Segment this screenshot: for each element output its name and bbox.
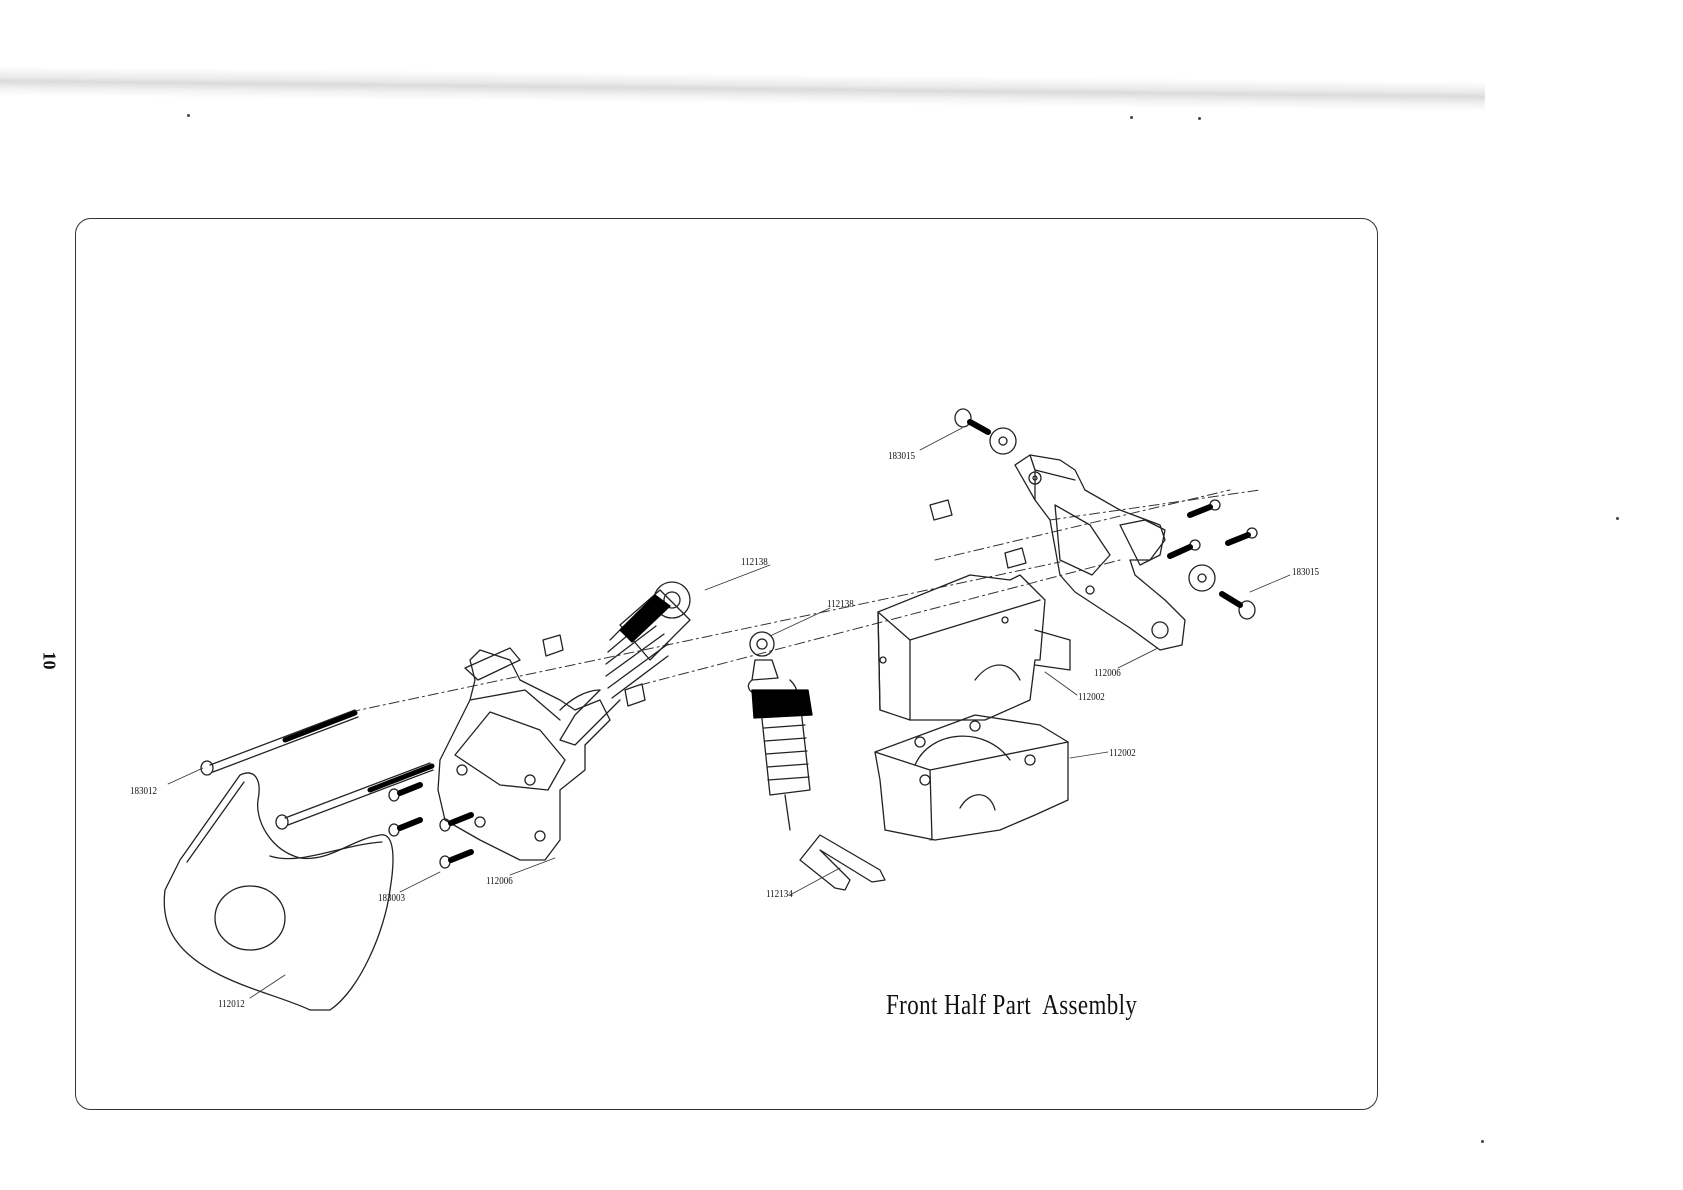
bottom-plate-112012	[164, 773, 393, 1010]
part-label-112134: 112134	[766, 888, 793, 900]
part-label-112138: 112138	[741, 556, 768, 568]
part-label-112138: 112138	[827, 598, 854, 610]
lower-shock-112138	[748, 632, 885, 890]
part-label-183003: 183003	[378, 892, 405, 904]
leader-lines	[168, 428, 1290, 998]
assembly-axis-lines	[350, 490, 1260, 712]
assembly-title: Front Half Part Assembly	[886, 990, 1137, 1022]
lower-shock-seal	[752, 690, 812, 718]
part-label-112012: 112012	[218, 998, 245, 1010]
lower-gearbox-112002	[875, 715, 1068, 840]
part-label-112006: 112006	[1094, 667, 1121, 679]
part-label-112006: 112006	[486, 875, 513, 887]
part-label-183015: 183015	[888, 450, 915, 462]
right-shock-tower-112006	[1015, 455, 1185, 650]
short-screw-threads	[400, 785, 471, 860]
part-label-183015: 183015	[1292, 566, 1319, 578]
left-shock-tower-112006	[438, 648, 610, 860]
part-label-112002: 112002	[1109, 747, 1136, 759]
part-label-112002: 112002	[1078, 691, 1105, 703]
screws-183015	[955, 409, 1257, 619]
part-label-183012: 183012	[130, 785, 157, 797]
upper-gearbox-112002	[878, 575, 1070, 720]
